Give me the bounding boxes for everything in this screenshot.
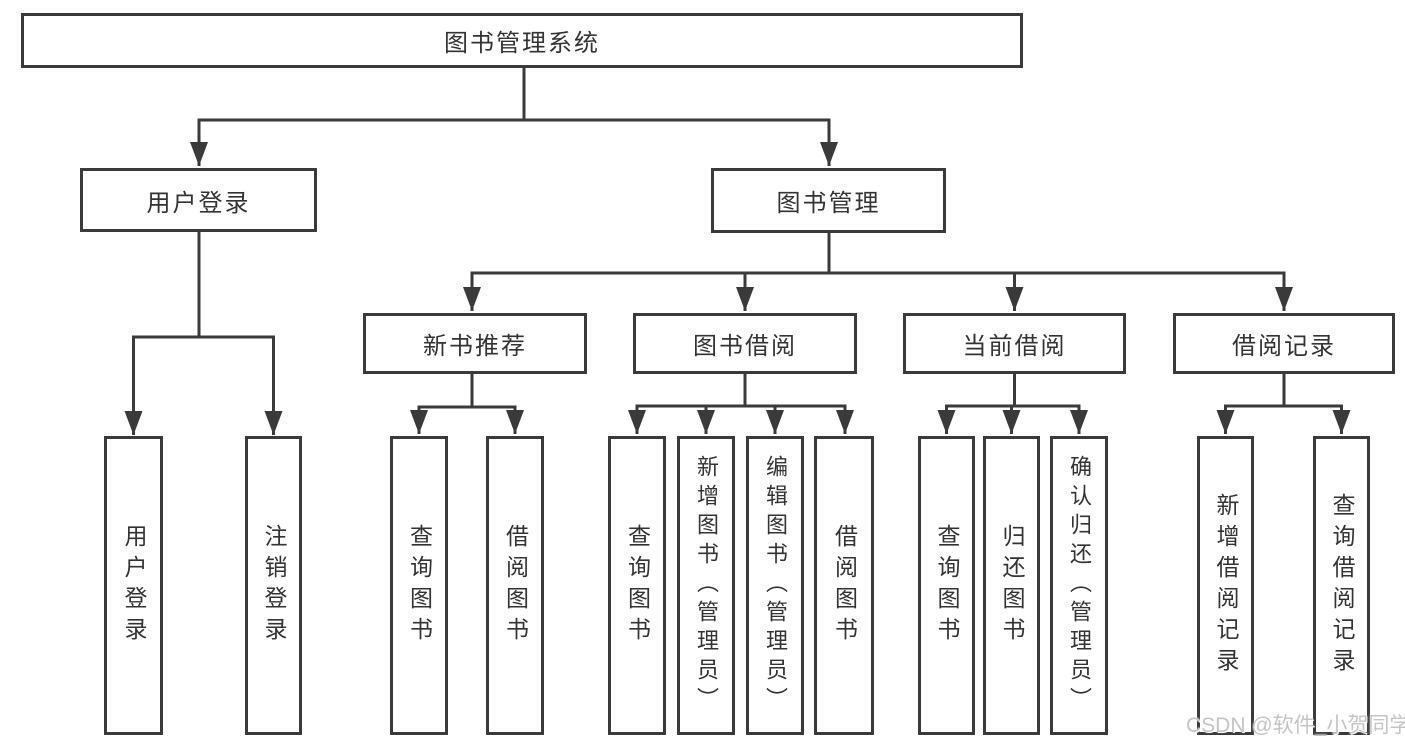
node-label: 新增图书（管理员） (694, 455, 719, 716)
node-label: 当前借阅 (962, 333, 1067, 360)
node-label: 用户登录 (121, 523, 147, 648)
leaf-confirm-return-admin: 确认归还（管理员） (1050, 436, 1108, 735)
node-current-borrowing: 当前借阅 (903, 313, 1126, 374)
node-label: 图书管理 (776, 190, 881, 217)
leaf-edit-books-admin: 编辑图书（管理员） (746, 436, 804, 735)
leaf-query-books-current: 查询图书 (918, 436, 975, 735)
leaf-borrow-books-rec: 借阅图书 (486, 436, 544, 735)
leaf-return-books: 归还图书 (983, 436, 1040, 735)
leaf-user-login: 用户登录 (104, 436, 163, 735)
node-label: 用户登录 (146, 189, 251, 217)
node-label: 查询图书 (406, 523, 433, 648)
node-label: 编辑图书（管理员） (763, 455, 788, 716)
leaf-add-borrow-record: 新增借阅记录 (1197, 436, 1254, 735)
node-label: 归还图书 (999, 523, 1025, 648)
node-label: 查询图书 (624, 523, 651, 648)
node-label: 图书借阅 (693, 333, 797, 360)
node-label: 图书管理系统 (444, 30, 600, 57)
node-label: 注销登录 (261, 523, 287, 648)
leaf-logout: 注销登录 (245, 436, 302, 735)
leaf-query-borrow-record: 查询借阅记录 (1313, 436, 1370, 735)
node-label: 借阅图书 (831, 523, 858, 648)
node-user-login-group: 用户登录 (80, 168, 317, 232)
node-label: 查询借阅记录 (1329, 492, 1355, 679)
node-library-management-system: 图书管理系统 (21, 13, 1023, 68)
node-label: 借阅记录 (1232, 333, 1336, 360)
node-label: 新增借阅记录 (1213, 492, 1239, 679)
node-label: 查询图书 (934, 523, 960, 648)
leaf-add-books-admin: 新增图书（管理员） (677, 436, 735, 735)
node-label: 新书推荐 (423, 333, 527, 360)
node-label: 借阅图书 (502, 523, 529, 648)
node-borrowing-records: 借阅记录 (1173, 313, 1395, 374)
node-book-borrowing: 图书借阅 (633, 313, 857, 374)
csdn-watermark: CSDN @软件_小贺同学 (1186, 714, 1405, 737)
node-label: 确认归还（管理员） (1067, 455, 1092, 716)
leaf-borrow-books: 借阅图书 (814, 436, 874, 735)
node-book-management: 图书管理 (711, 168, 946, 233)
node-new-book-recommendation: 新书推荐 (363, 313, 587, 374)
leaf-query-books-borrow: 查询图书 (608, 436, 666, 735)
leaf-query-books-rec: 查询图书 (390, 436, 448, 735)
